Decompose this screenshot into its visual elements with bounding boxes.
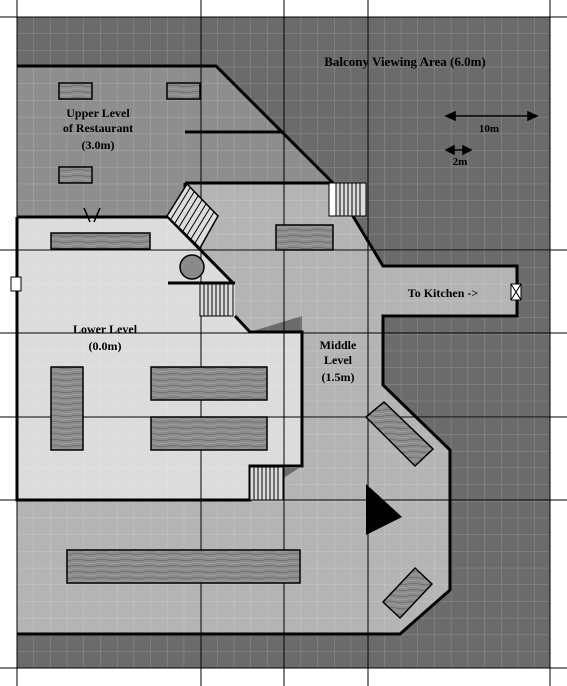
kitchen-door — [510, 283, 522, 301]
table-lower-top — [50, 232, 151, 250]
upper-level-label-2: of Restaurant — [63, 121, 133, 135]
balcony-label: Balcony Viewing Area (6.0m) — [324, 54, 486, 69]
upper-level-label-1: Upper Level — [66, 106, 130, 120]
scale-bar-small — [444, 144, 473, 156]
table-upper-mid — [166, 82, 201, 100]
west-door — [10, 276, 22, 292]
pillar — [179, 254, 205, 280]
middle-level-label-3: (1.5m) — [322, 370, 355, 384]
triangle-marker — [366, 484, 402, 535]
scale-bar-large — [444, 110, 539, 122]
table-middle-top — [275, 224, 334, 251]
stairs-lower-south — [249, 466, 284, 501]
table-south-long — [66, 549, 301, 584]
scale-small-label: 2m — [453, 156, 468, 168]
table-upper-bottom — [58, 166, 93, 184]
table-lower-vertical — [50, 366, 84, 451]
lower-level-label-2: (0.0m) — [89, 339, 122, 353]
table-middle-diag-top — [364, 400, 435, 468]
table-lower-center-b — [150, 416, 268, 451]
stairs-lower-middle — [199, 283, 234, 317]
lower-level-label-1: Lower Level — [73, 322, 138, 336]
stairs-upper-diagonal — [166, 182, 219, 250]
walls — [15, 64, 519, 636]
middle-level-label-1: Middle — [320, 338, 357, 352]
entrance-gap-marks — [83, 207, 101, 223]
stairs-upper-right — [335, 182, 367, 217]
middle-level-label-2: Level — [324, 353, 353, 367]
upper-level-label-3: (3.0m) — [82, 138, 115, 152]
scale-large-label: 10m — [479, 123, 499, 135]
table-lower-center-a — [150, 366, 268, 401]
table-middle-diag-bottom — [381, 566, 434, 620]
kitchen-label: To Kitchen -> — [408, 286, 479, 300]
table-upper-left — [58, 82, 93, 100]
